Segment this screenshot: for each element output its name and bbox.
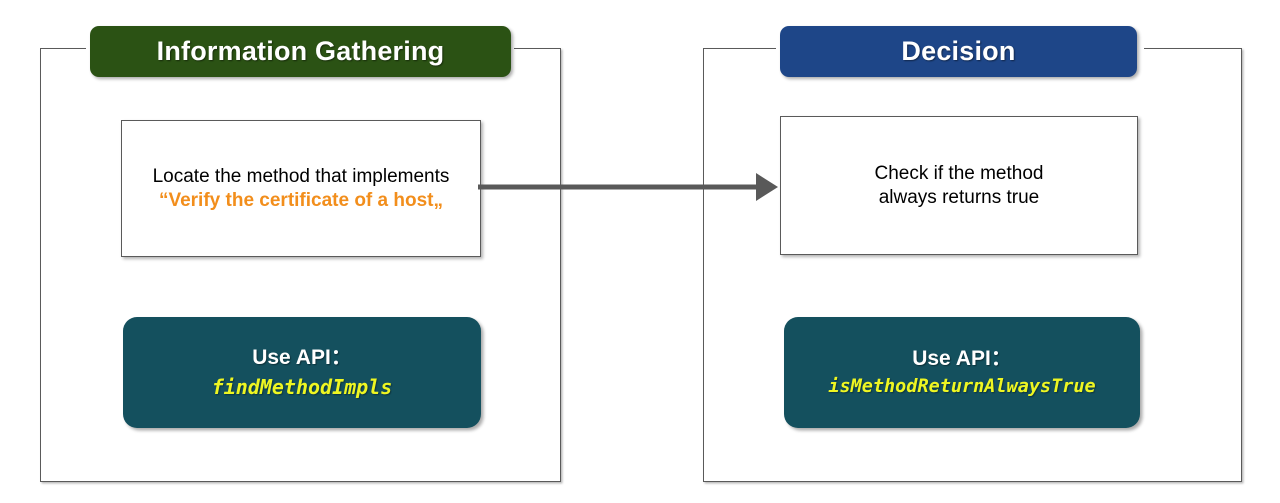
step-left-line1: Locate the method that implements (152, 165, 450, 187)
phase-title-decision: Decision (780, 26, 1137, 77)
step-left-line2: “Verify the certificate of a host„ (153, 189, 450, 213)
api-label-left: Use API： (252, 346, 352, 370)
api-box-is-method-return-always-true[interactable]: Use API： isMethodReturnAlwaysTrue (784, 317, 1140, 428)
step-left-highlight-text: Verify the certificate of a host (168, 189, 434, 211)
api-name-find-method-impls: findMethodImpls (211, 374, 393, 399)
step-left-open-quote: “ (158, 189, 169, 211)
step-text-left: Locate the method that implements “Verif… (153, 165, 450, 213)
arrow-right-icon (478, 173, 778, 201)
arrow-head (756, 173, 778, 201)
phase-title-information-gathering: Information Gathering (90, 26, 511, 77)
step-box-check-returns-true: Check if the method always returns true (780, 116, 1138, 255)
step-right-line2: always returns true (878, 186, 1040, 208)
api-label-right: Use API： (912, 347, 1012, 371)
step-box-locate-method: Locate the method that implements “Verif… (121, 120, 481, 257)
api-name-is-method-return-always-true: isMethodReturnAlwaysTrue (828, 376, 1096, 398)
step-text-right: Check if the method always returns true (875, 162, 1044, 210)
api-box-find-method-impls[interactable]: Use API： findMethodImpls (123, 317, 481, 428)
step-right-line1: Check if the method (874, 162, 1044, 184)
step-left-close-quote: „ (433, 189, 444, 211)
